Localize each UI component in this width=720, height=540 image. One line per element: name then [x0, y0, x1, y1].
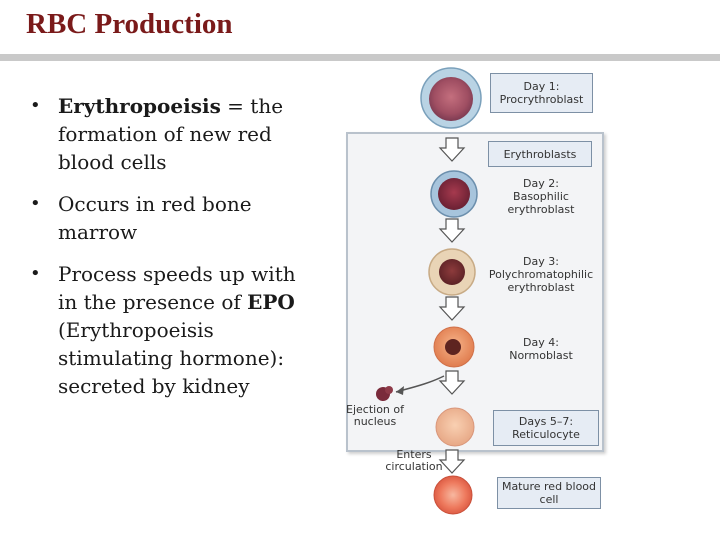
ejected-nucleus — [376, 386, 393, 401]
label-enters-circulation: Enters circulation — [385, 448, 443, 473]
polychromatophilic-erythroblast-cell — [428, 248, 476, 296]
bullet-3-term: EPO — [247, 290, 295, 314]
basophilic-erythroblast-cell — [430, 170, 478, 218]
label-day2-basophilic: Day 2: Basophilic erythroblast — [507, 177, 575, 216]
ejection-arrowhead — [396, 386, 404, 395]
reticulocyte-cell — [435, 407, 475, 447]
bullet-list: Erythropoeisis = the formation of new re… — [30, 92, 300, 414]
bullet-3-post: (Erythropoeisis stimulating hormone): se… — [58, 318, 285, 398]
bullet-erythropoeisis: Erythropoeisis = the formation of new re… — [30, 92, 300, 176]
bullet-bone-marrow: Occurs in red bone marrow — [30, 190, 300, 246]
mature-red-blood-cell — [433, 475, 473, 515]
label-erythroblasts: Erythroblasts — [488, 141, 592, 167]
bullet-epo: Process speeds up with in the presence o… — [30, 260, 300, 400]
title-divider — [0, 54, 720, 61]
down-arrow-1 — [438, 137, 466, 162]
label-mature-red-blood-cell: Mature red blood cell — [497, 477, 601, 509]
down-arrow-4 — [438, 370, 466, 395]
down-arrows — [438, 137, 466, 474]
normoblast-cell — [433, 326, 475, 368]
cell-illustrations — [376, 67, 482, 515]
down-arrow-5 — [438, 449, 466, 474]
label-day4-normoblast: Day 4: Normoblast — [509, 336, 573, 362]
down-arrow-3 — [438, 296, 466, 321]
erythropoiesis-diagram: Day 1: Procrythroblast Erythroblasts Day… — [340, 66, 720, 540]
bullet-1-term: Erythropoeisis — [58, 94, 221, 118]
bullet-3-pre: Process speeds up with in the presence o… — [58, 262, 296, 314]
slide-title: RBC Production — [26, 8, 233, 40]
label-day3-polychromatophilic: Day 3: Polychromatophilic erythroblast — [488, 255, 594, 294]
bullet-1-text: = the formation of new red blood cells — [58, 94, 284, 174]
down-arrow-2 — [438, 218, 466, 243]
bullet-2-text: Occurs in red bone marrow — [58, 192, 252, 244]
procrythroblast-cell — [420, 67, 482, 129]
label-ejection-of-nucleus: Ejection of nucleus — [346, 403, 404, 428]
label-days5-7-reticulocyte: Days 5–7: Reticulocyte — [493, 410, 599, 446]
label-day1-procrythroblast: Day 1: Procrythroblast — [490, 73, 593, 113]
